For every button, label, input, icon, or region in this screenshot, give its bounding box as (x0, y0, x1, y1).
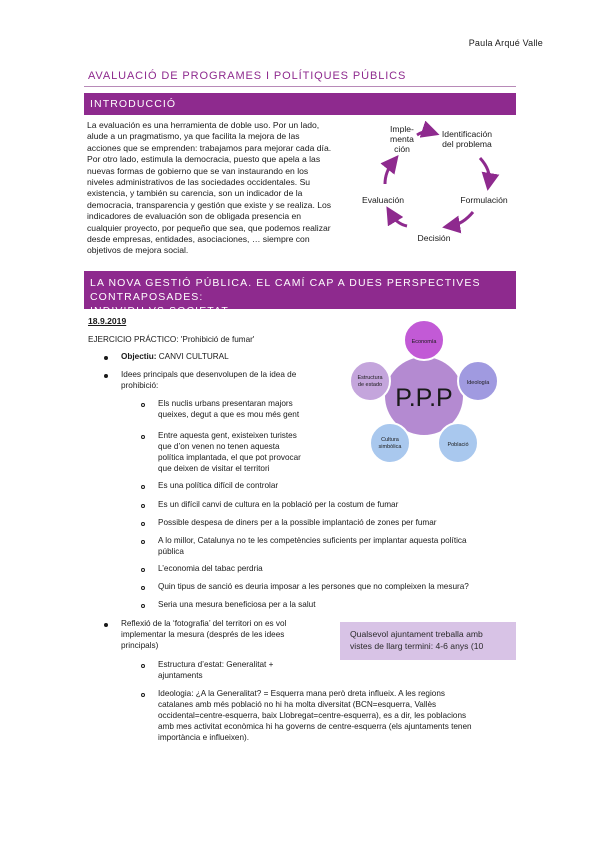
sub-bullet (141, 664, 145, 668)
sub-bullet (141, 568, 145, 572)
intro-line: nuevas formas de gobierno que se van ins… (87, 165, 309, 176)
sub-bullet (141, 504, 145, 508)
intro-line: alude a un pragmatismo, ya que facilita … (87, 131, 300, 142)
section-heading-introduccio: INTRODUCCIÓ (84, 93, 516, 115)
objective-item: Objectiu: CANVI CULTURAL (121, 352, 229, 361)
bullet-dot (104, 623, 108, 627)
ppp-node-estructura (349, 360, 391, 402)
sub-item-ideologia: Ideologia: ¿A la Generalitat? = Esquerra… (158, 689, 472, 742)
bullet-dot (104, 356, 108, 360)
sub-item: Entre aquesta gent, existeixen turistes … (158, 431, 301, 473)
sub-item-estructura: Estructura d’estat: Generalitat + ajunta… (158, 660, 274, 680)
intro-line: existencia, y también su carencia, son u… (87, 188, 303, 199)
policy-cycle-diagram (380, 120, 500, 234)
ppp-diagram: P.P.P Economía Ideología Població Cultur… (349, 319, 499, 464)
ppp-cultura-label: Cultura (381, 437, 400, 443)
intro-paragraph: La evaluación es una herramienta de dobl… (87, 120, 347, 257)
ppp-node-poblacio (437, 422, 479, 464)
ppp-center-label: P.P.P (395, 384, 452, 412)
sub-item: Els nuclis urbans presentaran majors que… (158, 399, 300, 419)
date-heading: 18.9.2019 (88, 316, 127, 326)
sub-bullet (141, 485, 145, 489)
sub-item: A lo millor, Catalunya no te les competè… (158, 536, 467, 556)
sub-item: Es un difícil canvi de cultura en la pob… (158, 500, 399, 509)
ppp-node-cultura (369, 422, 411, 464)
cycle-arrow (442, 211, 475, 234)
sub-bullet (141, 435, 145, 439)
sub-bullet (141, 403, 145, 407)
cycle-arrow (380, 154, 399, 185)
intro-line: democracia, transparencia y gestión que … (87, 199, 332, 210)
sub-bullet (141, 522, 145, 526)
ppp-estructura-label: Estructura (357, 375, 383, 381)
cycle-arrow (386, 206, 408, 228)
sub-item: Possible despesa de diners per a la poss… (158, 518, 437, 527)
cycle-label-identificacion: Identificación del problema (441, 129, 493, 149)
sub-bullet (141, 586, 145, 590)
ideas-item: Idees principals que desenvolupen de la … (121, 370, 297, 390)
cycle-label-formulacion: Formulación (460, 195, 508, 205)
intro-line: acciones que se emprenden: trabajamos pa… (87, 142, 332, 153)
exercise-title: EJERCICIO PRÁCTICO: 'Prohibició de fumar… (88, 335, 255, 344)
intro-line: La evaluación es una herramienta de dobl… (87, 120, 320, 130)
intro-line: objetivos de mejora social. (87, 245, 189, 256)
ppp-poblacio-label: Població (447, 442, 468, 448)
sub-item: Es una política difícil de controlar (158, 481, 279, 490)
cycle-arrow (416, 120, 440, 138)
sub-item: L’economia del tabac perdria (158, 564, 263, 573)
author-name: Paula Arqué Valle (468, 38, 543, 48)
intro-line: desde empresas, entidades, asociaciones,… (87, 234, 310, 245)
section-heading-nova-gestio: LA NOVA GESTIÓ PÚBLICA. EL CAMÍ CAP A DU… (84, 271, 516, 317)
sub-item: Seria una mesura beneficiosa per a la sa… (158, 600, 316, 609)
intro-line: Por otro lado, estimula la democracia, p… (87, 154, 321, 165)
document-title: AVALUACIÓ DE PROGRAMES I POLÍTIQUES PÚBL… (88, 70, 407, 82)
title-underline (84, 86, 516, 87)
ppp-estructura-label: de estado (358, 382, 382, 388)
cycle-arrow (478, 156, 500, 191)
reflection-item: Reflexió de la ‘fotografia’ del territor… (121, 619, 287, 650)
intro-line: niveles administrativos de las sociedade… (87, 177, 311, 188)
ppp-node-economia (403, 319, 445, 361)
ppp-ideologia-label: Ideología (467, 380, 491, 386)
sub-bullet (141, 604, 145, 608)
cycle-label-implementacion: Imple- menta ción (390, 124, 414, 154)
sub-bullet (141, 693, 145, 697)
note-box: Qualsevol ajuntament treballa amb vistes… (340, 622, 516, 660)
bullet-dot (104, 374, 108, 378)
intro-line: cualquier proyecto, por pequeño que sea,… (87, 222, 331, 233)
cycle-label-evaluacion: Evaluación (361, 195, 405, 205)
cycle-label-decision: Decisión (417, 233, 451, 243)
ppp-economia-label: Economía (412, 339, 438, 345)
sub-item: Quin tipus de sanció es deuria imposar a… (158, 582, 469, 591)
intro-line: indicadores de evaluación son de obligad… (87, 211, 302, 222)
sub-bullet (141, 540, 145, 544)
ppp-cultura-label: simbòlica (379, 444, 403, 450)
ppp-node-ideologia (457, 360, 499, 402)
